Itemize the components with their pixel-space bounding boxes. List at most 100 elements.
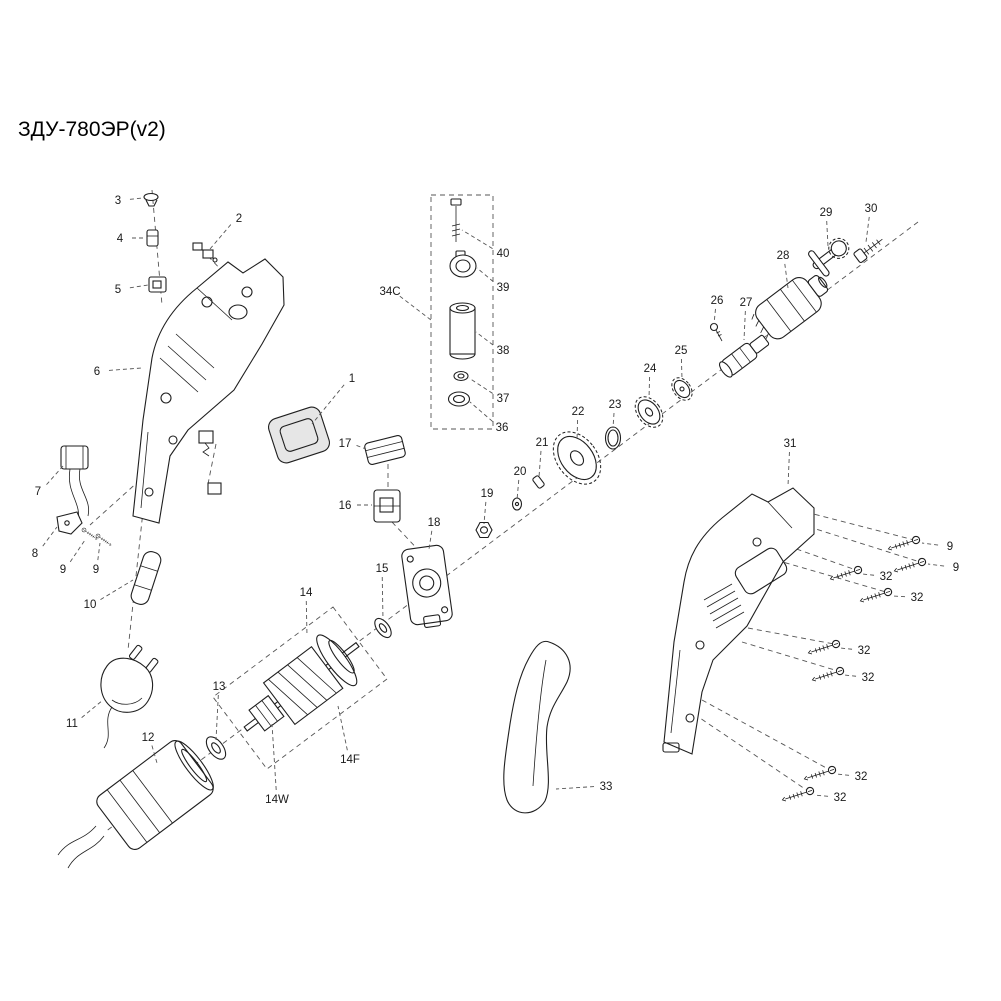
carbon-brushes [198,430,222,495]
leader-line-34C [399,295,432,321]
part-9-screw-right-b [892,556,928,575]
part-label-1: 1 [349,373,355,385]
part-9-screw-left-b [94,532,113,548]
leader-line-40 [461,229,493,249]
part-14-armature [243,634,360,732]
part-21-pin [532,475,545,489]
part-label-24: 24 [644,363,657,375]
leader-line-1 [311,384,345,425]
part-label-14W: 14W [265,794,289,806]
part-label-3: 3 [115,195,121,207]
part-14-group-box [212,606,388,770]
leader-line-27 [743,310,746,341]
part-16-bracket [373,489,401,523]
part-label-23: 23 [609,399,622,411]
leader-line-9 [69,539,86,563]
part-label-27: 27 [740,297,753,309]
part-32-screw-d [810,665,846,684]
part-4-pin [146,229,159,247]
leader-line-19 [483,501,487,525]
part-label-13: 13 [213,681,226,693]
part-label-12: 12 [142,732,155,744]
part-label-20: 20 [514,466,527,478]
part-label-32: 32 [862,672,875,684]
leader-line-12 [151,745,158,764]
part-13-washer [205,736,227,760]
leader-line-3 [129,197,144,200]
leader-line-14 [305,600,308,637]
part-11-power-plug [100,644,159,749]
part-9-screw-right-a [886,534,922,553]
part-label-14: 14 [300,587,313,599]
part-label-32: 32 [834,792,847,804]
leader-line-30 [865,216,870,243]
leader-line-8 [42,526,58,547]
part-15-washer [374,617,392,639]
part-29-chuck-key [808,237,850,277]
part-label-31: 31 [784,438,797,450]
part-label-15: 15 [376,563,389,575]
leader-line-9 [927,563,945,567]
part-label-32: 32 [855,771,868,783]
part-31-right-housing [662,487,815,755]
leader-line-24 [648,376,651,399]
leader-line-7 [46,465,64,485]
part-label-4: 4 [117,233,124,245]
part-14F-fan [316,634,358,687]
part-33-side-handle [503,640,571,814]
leader-line-23 [612,412,615,429]
part-label-28: 28 [777,250,790,262]
part-label-22: 22 [572,406,585,418]
leader-line-20 [516,479,520,501]
part-label-5: 5 [115,284,121,296]
part-label-25: 25 [675,345,688,357]
part-label-33: 33 [600,781,613,793]
leader-line-2 [209,224,232,250]
part-25-pinion [671,377,693,401]
part-5-block [148,276,167,293]
part-34C-kit-box [430,194,494,430]
part-17-block [364,435,406,465]
part-label-36: 36 [496,422,509,434]
part-label-2: 2 [236,213,242,225]
leader-line-32 [835,773,850,776]
leader-line-9 [97,542,101,561]
leader-line-5 [129,284,149,289]
leader-line-32 [813,794,829,797]
part-label-14F: 14F [340,754,360,766]
part-label-32: 32 [911,592,924,604]
part-label-39: 39 [497,282,510,294]
part-7-cord-guard [60,445,90,523]
part-37-washer [453,370,469,382]
part-label-10: 10 [84,599,97,611]
part-label-9: 9 [947,541,953,553]
part-38-sleeve [449,302,476,360]
part-36-ring [447,391,471,407]
part-32-screw-f [780,785,816,804]
leader-line-21 [538,450,542,478]
part-label-18: 18 [428,517,441,529]
leader-line-37 [468,377,493,394]
leader-line-32 [843,674,857,677]
leader-line-10 [100,579,134,600]
part-9-screw-left-a [80,526,99,542]
leader-line-13 [215,694,219,741]
leader-line-17 [356,445,367,450]
part-32-screw-b [858,586,894,605]
part-2-clip [192,242,218,263]
part-22-large-gear [552,431,602,485]
leader-line-26 [713,308,716,325]
page-title: ЗДУ-780ЭР(v2) [18,118,166,141]
part-39-clamp [449,250,477,278]
leader-line-36 [469,401,493,422]
part-28-chuck [751,274,829,340]
leader-line-39 [476,267,494,283]
part-label-9: 9 [953,562,959,574]
leader-line-38 [475,331,494,346]
part-label-16: 16 [339,500,352,512]
part-label-29: 29 [820,207,833,219]
part-label-32: 32 [858,645,871,657]
